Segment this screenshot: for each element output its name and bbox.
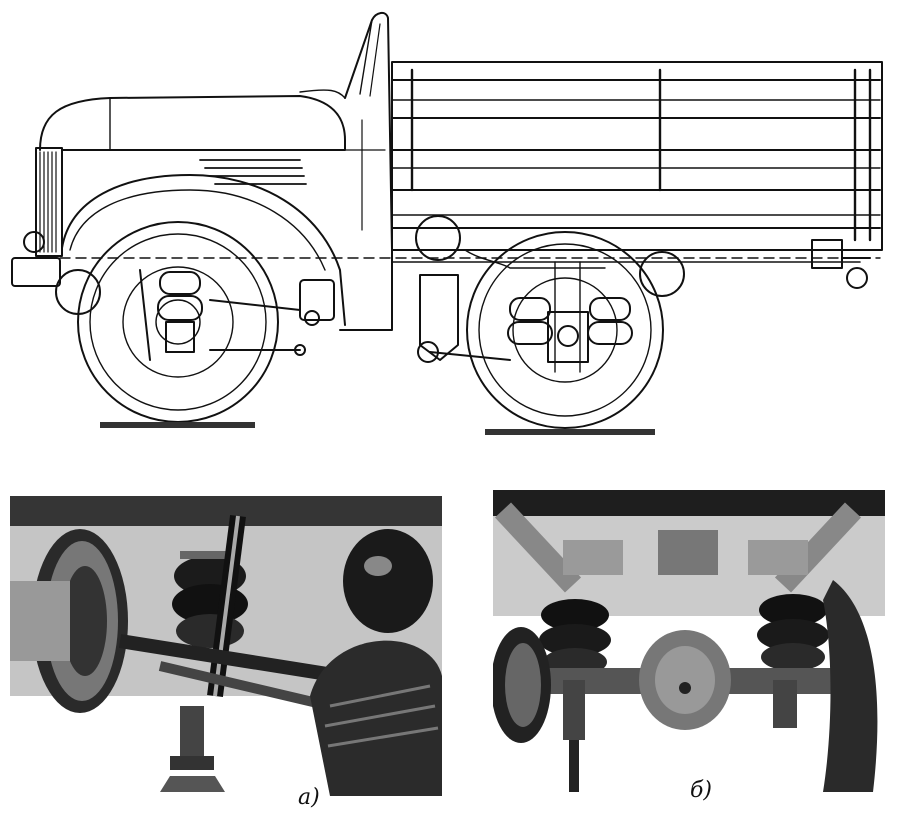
rear-ground-line	[485, 429, 655, 435]
cargo-bed	[391, 61, 883, 251]
front-air-suspension-photo	[10, 496, 442, 796]
rear-wheel	[466, 231, 664, 429]
rear-brake-drum	[493, 627, 551, 743]
frame-plate-right	[748, 540, 808, 575]
air-tank	[343, 529, 433, 633]
front-air-spring	[139, 269, 335, 361]
rear-air-springs	[507, 261, 633, 373]
brake-drum	[10, 529, 128, 713]
front-tire	[310, 640, 442, 796]
frame-plate-center	[658, 530, 718, 575]
rear-bellows-left	[539, 599, 611, 676]
panel-label-b: б)	[690, 778, 713, 803]
front-wheel	[77, 221, 279, 423]
hood-louvers	[199, 159, 307, 185]
rear-hitch	[811, 239, 871, 289]
photo-a-drawing	[10, 496, 442, 796]
rear-bellows-right	[757, 594, 829, 671]
front-bumper	[11, 257, 61, 287]
differential	[639, 630, 731, 730]
frame-plate-left	[563, 540, 623, 575]
truck-side-view-drawing	[11, 12, 883, 435]
radiator-grille	[35, 147, 63, 257]
cab-body	[339, 12, 393, 331]
rear-air-suspension-photo	[493, 490, 885, 792]
front-ground-line	[100, 422, 255, 428]
front-fender	[61, 174, 346, 326]
rear-tire	[823, 580, 878, 792]
spare-round-left	[415, 215, 461, 261]
hood	[39, 95, 346, 151]
rear-bracket	[419, 274, 459, 361]
jack	[160, 706, 225, 792]
photo-b-drawing	[493, 490, 885, 792]
spare-round-right	[639, 251, 685, 297]
front-lamp	[55, 269, 101, 315]
panel-label-a: а)	[298, 785, 320, 810]
